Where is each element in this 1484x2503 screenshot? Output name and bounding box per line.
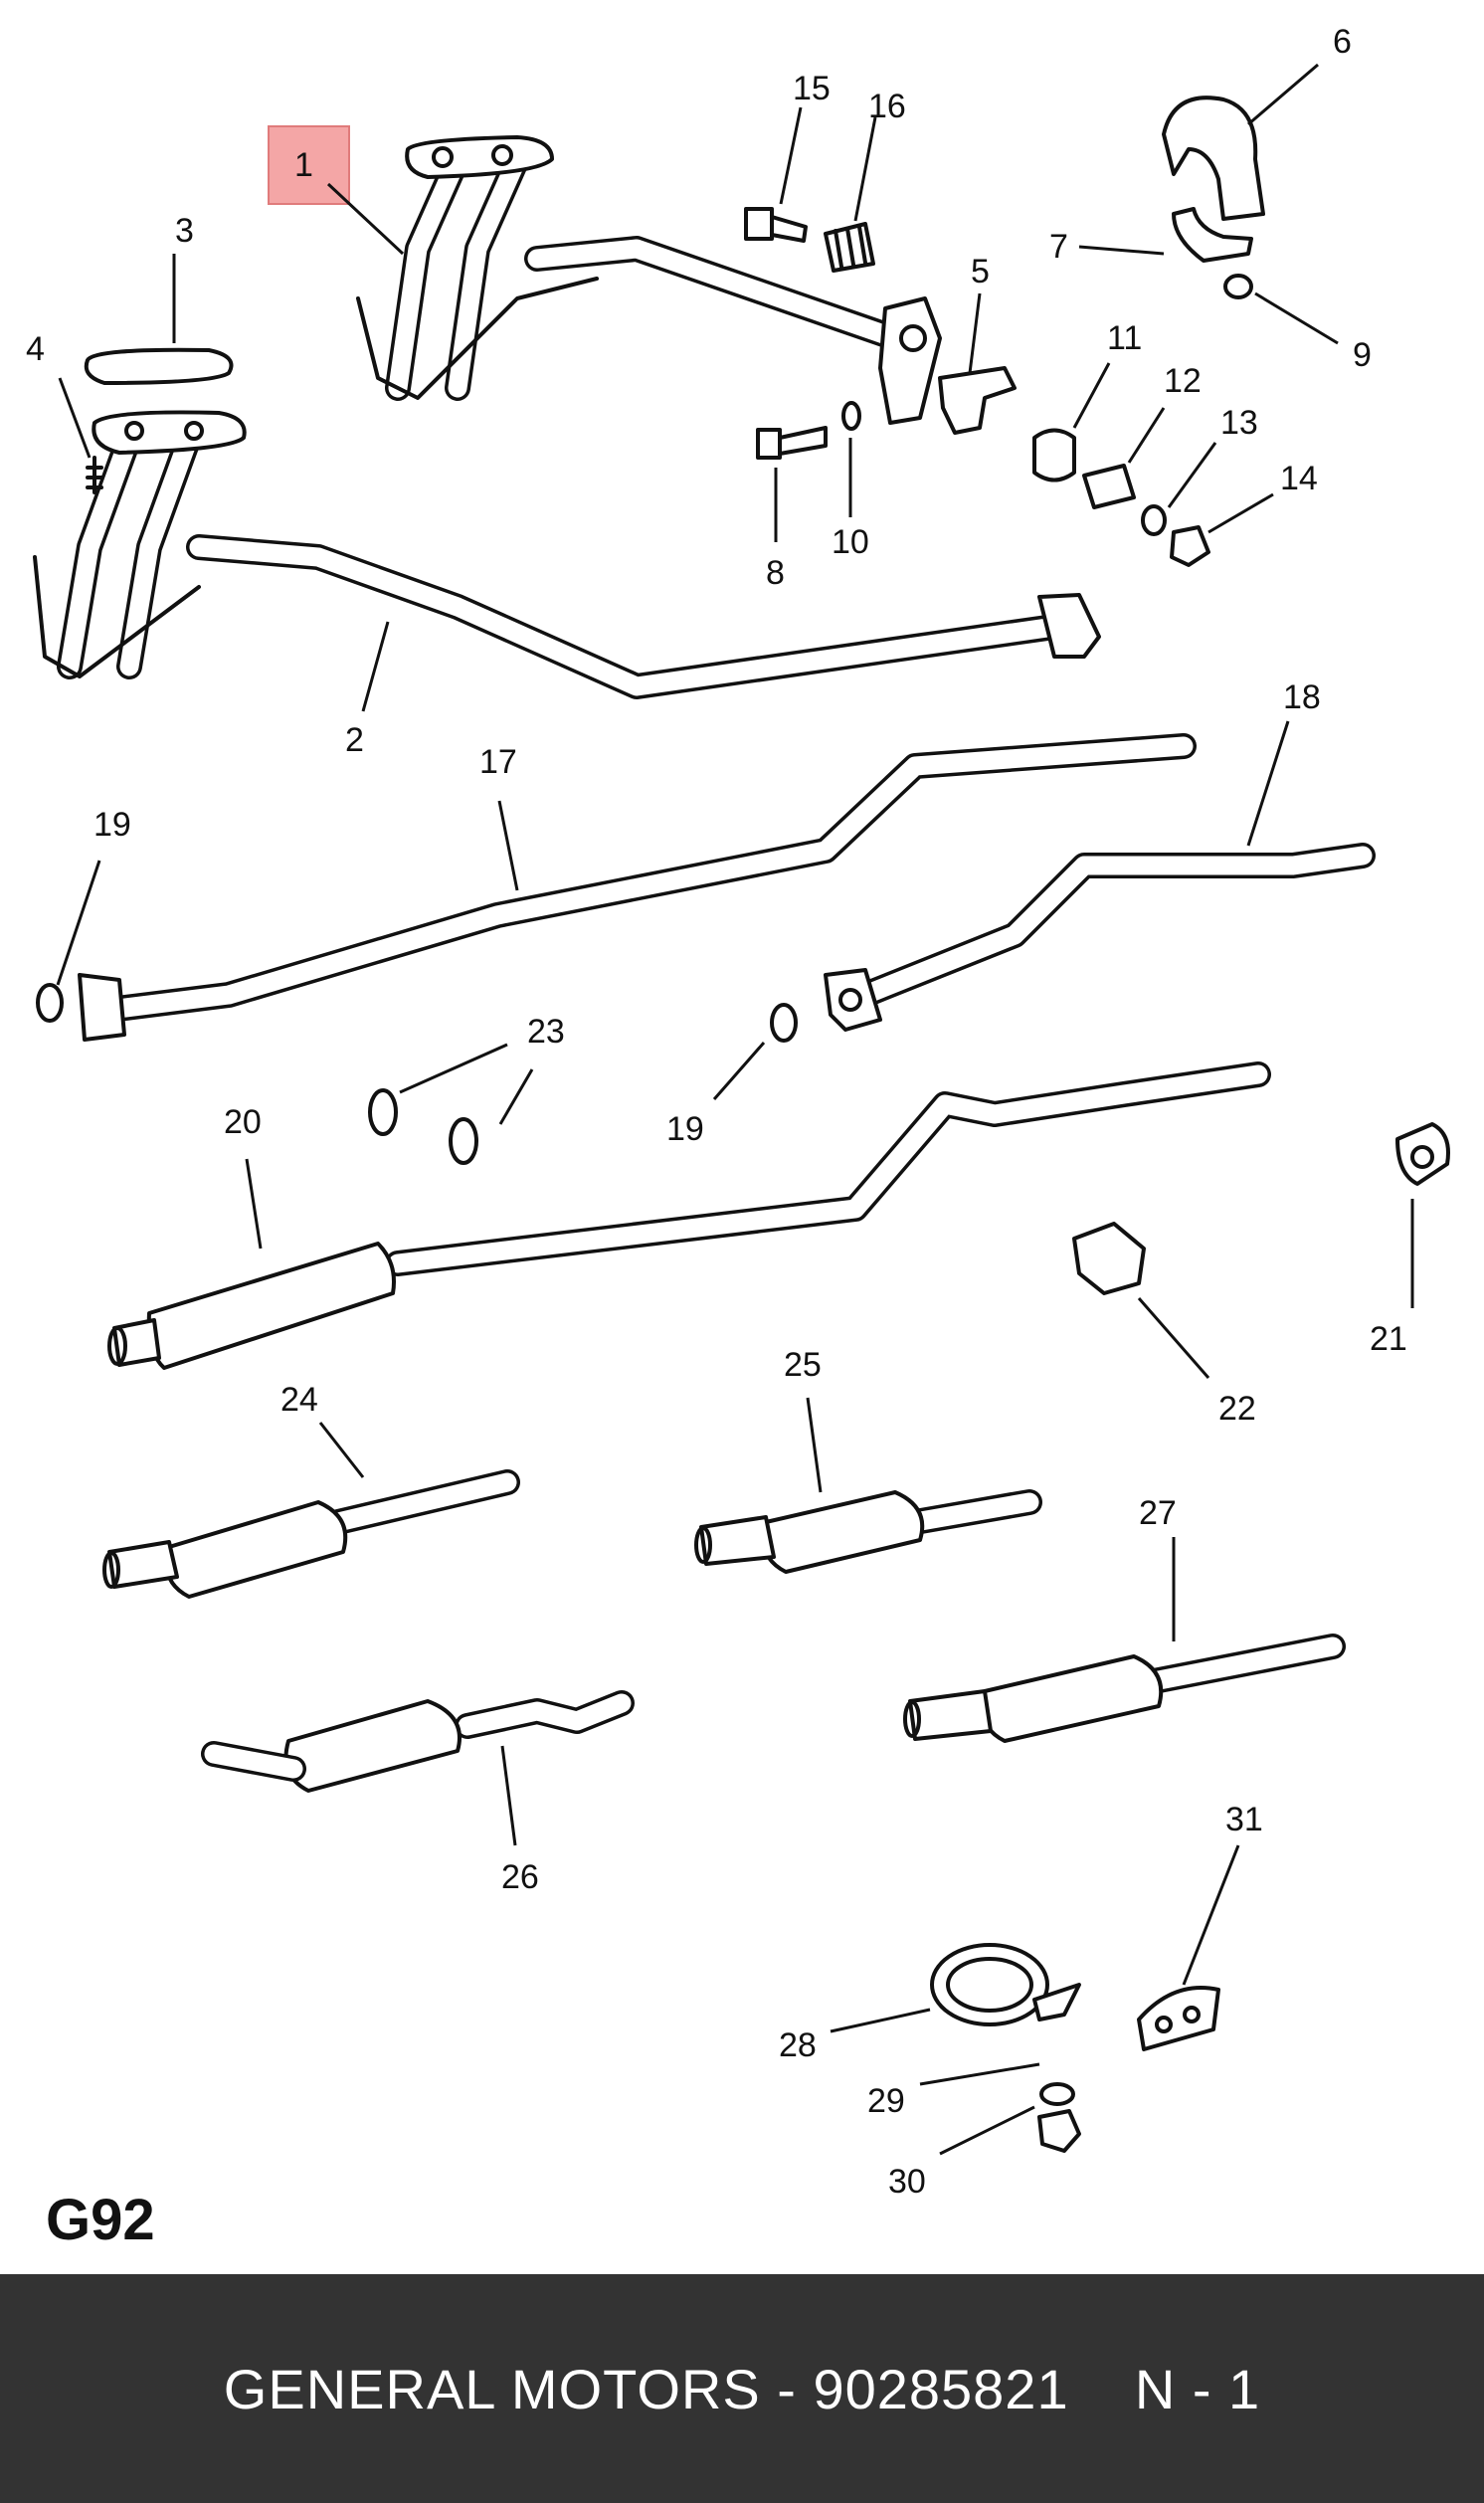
diagram-code: G92 [46,2188,155,2252]
label-1: 1 [294,146,313,184]
label-23: 23 [527,1013,565,1051]
footer-position: N - 1 [1134,2357,1261,2420]
part-8-bolt [756,426,828,460]
part-29-washer [1039,2082,1075,2106]
part-23-ring-b [449,1117,478,1165]
label-12: 12 [1164,362,1202,400]
leader-lines [56,63,1414,2156]
label-22: 22 [1218,1390,1256,1428]
part-19-ring-left [36,983,64,1023]
label-11: 11 [1107,319,1142,357]
label-19-right: 19 [666,1110,704,1148]
label-4: 4 [26,330,45,368]
part-30-nut [1037,2109,1081,2153]
label-21: 21 [1370,1320,1407,1358]
part-15-bolt [744,207,808,243]
part-31-hanger [1137,1986,1220,2051]
label-26: 26 [501,1858,539,1896]
label-10: 10 [832,523,869,561]
label-27: 27 [1139,1494,1177,1532]
label-9: 9 [1353,336,1372,374]
part-11-rubber [1032,428,1076,482]
footer-separator: - [760,2357,814,2420]
label-5: 5 [971,253,990,290]
part-1-highlight[interactable] [268,125,350,205]
label-17: 17 [479,743,517,781]
label-29: 29 [867,2082,905,2120]
part-14-nut [1170,525,1210,567]
label-30: 30 [888,2163,926,2201]
part-21-hanger [1395,1122,1450,1186]
footer-spacer [1069,2357,1135,2421]
label-18: 18 [1283,678,1321,716]
label-8: 8 [766,554,785,592]
part-22-mount [1072,1222,1146,1295]
part-20-front-silencer [107,1061,1271,1370]
part-3-gasket [84,347,234,385]
part-1-front-pipe [356,135,942,425]
footer-brand: GENERAL MOTORS [223,2357,761,2420]
part-13-washer [1141,504,1167,536]
part-12-sleeve [1082,464,1136,509]
part-23-ring-a [368,1088,398,1136]
part-10-washer [841,401,861,431]
label-15: 15 [793,70,831,107]
label-16: 16 [868,88,906,125]
footer-part-number: 90285821 [813,2357,1069,2420]
label-14: 14 [1280,460,1318,497]
part-7-clamp [1172,207,1253,263]
label-7: 7 [1049,228,1068,266]
label-25: 25 [784,1346,822,1384]
footer-bar: GENERAL MOTORS - 90285821 N - 1 [0,2274,1484,2503]
label-3: 3 [175,212,194,250]
label-19-left: 19 [93,806,131,844]
part-labels: 1 2 3 4 5 6 7 8 9 10 11 12 13 14 15 16 1… [26,23,1407,2201]
label-31: 31 [1225,1801,1263,1838]
part-26-rear-silencer [201,1690,635,1793]
part-17-intermediate-pipe [78,733,1197,1042]
part-5-bracket [938,366,1017,435]
part-25-rear-silencer [694,1489,1042,1574]
part-6-clamp [1162,96,1265,221]
part-9-nut [1223,274,1253,299]
part-18-pipe [824,843,1376,1032]
label-13: 13 [1220,404,1258,442]
label-24: 24 [280,1381,318,1419]
part-24-rear-silencer [102,1469,520,1599]
label-28: 28 [779,2026,817,2064]
exhaust-system-diagram: 1 2 3 4 5 6 7 8 9 10 11 12 13 14 15 16 1… [26,23,1450,2201]
part-19-ring-right [770,1003,798,1043]
part-28-clamp [930,1943,1081,2026]
part-4-stud [86,456,103,494]
label-6: 6 [1333,23,1352,61]
label-20: 20 [224,1103,262,1141]
part-2-front-pipe-lower [33,410,1101,699]
part-27-rear-silencer [903,1634,1346,1743]
label-2: 2 [345,721,364,759]
